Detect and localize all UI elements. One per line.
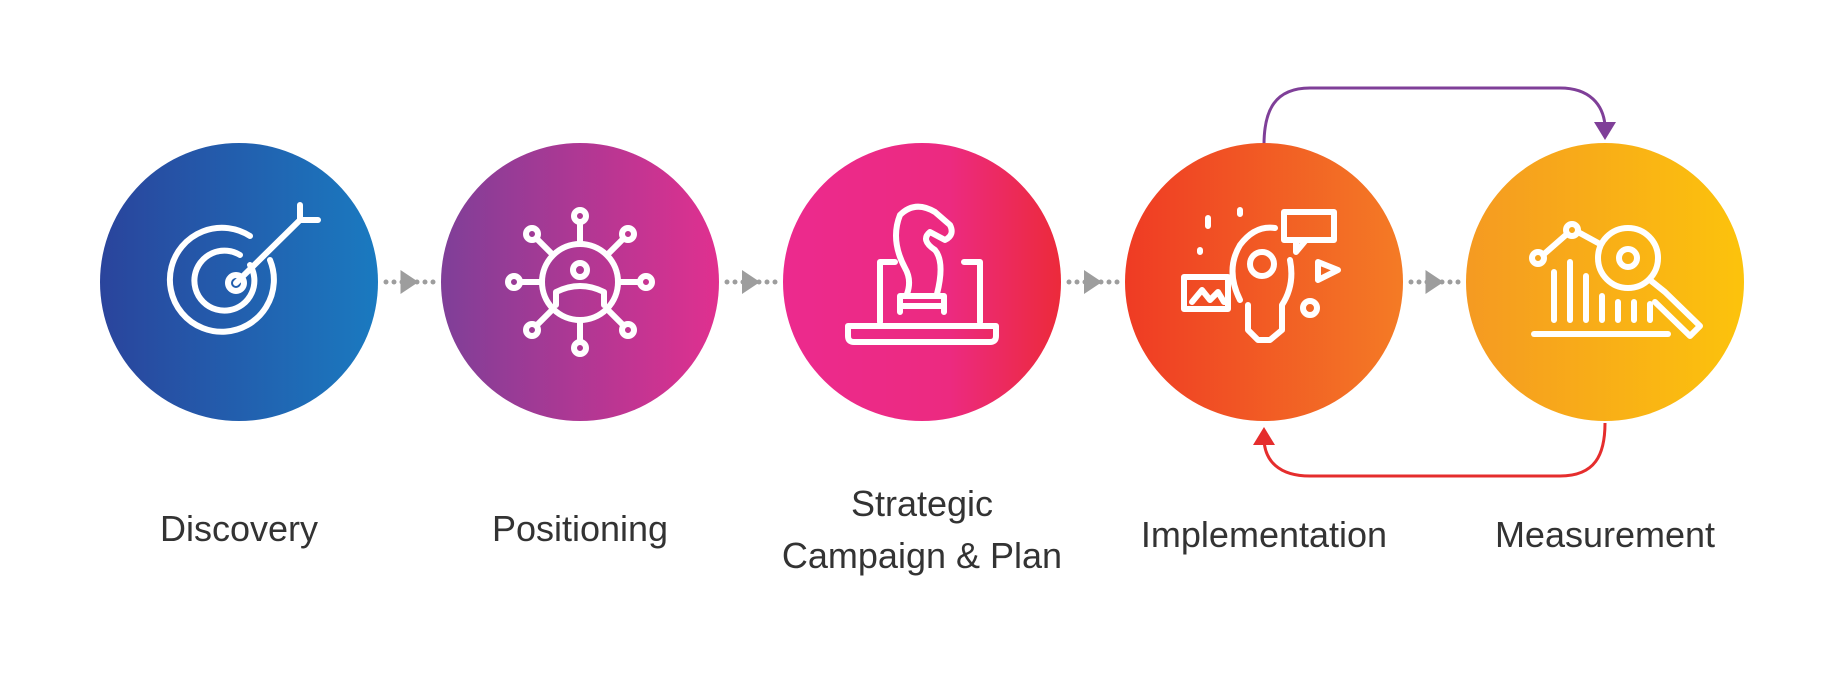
label-positioning: Positioning xyxy=(491,508,669,549)
target-icon xyxy=(166,202,321,335)
connector-arrowhead xyxy=(1425,270,1444,294)
ideas-lightbulb-icon xyxy=(1181,207,1341,343)
chess-knight-laptop-icon xyxy=(845,203,999,345)
label-discovery: Discovery xyxy=(159,508,319,549)
connector-dot xyxy=(383,279,389,285)
connector-dot xyxy=(1416,279,1422,285)
connector-dot xyxy=(1066,279,1072,285)
connector-dot xyxy=(772,279,778,285)
circle-measurement xyxy=(1466,143,1744,421)
loop-arrowhead-bottom xyxy=(1253,427,1275,445)
circle-positioning xyxy=(441,143,719,421)
connector-arrowhead xyxy=(742,270,760,294)
loop-arrow-top xyxy=(1262,86,1607,146)
connector-dot xyxy=(1106,279,1112,285)
connector-arrow xyxy=(1408,270,1461,294)
connector-dot xyxy=(764,279,770,285)
label-strategic-line1: Strategic xyxy=(850,483,994,524)
label-measurement: Measurement xyxy=(1494,514,1716,555)
connector-arrow xyxy=(1066,270,1120,294)
circle-strategic xyxy=(783,143,1061,421)
connector-dot xyxy=(1447,279,1453,285)
analytics-magnifier-icon xyxy=(1529,221,1703,339)
connector-dot xyxy=(430,279,436,285)
connector-dot xyxy=(1408,279,1414,285)
connector-dot xyxy=(1074,279,1080,285)
loop-arrowhead-top xyxy=(1594,122,1616,140)
connector-dot xyxy=(732,279,738,285)
connector-dot xyxy=(724,279,730,285)
connector-arrow xyxy=(724,270,778,294)
circle-implementation xyxy=(1125,143,1403,421)
label-implementation: Implementation xyxy=(1140,514,1388,555)
connector-dot xyxy=(391,279,397,285)
loop-arrow-bottom xyxy=(1262,422,1607,478)
label-strategic: Strategic Campaign & Plan xyxy=(762,478,1082,582)
connector-arrow xyxy=(383,270,436,294)
connector-arrowhead xyxy=(1084,270,1102,294)
connector-dot xyxy=(1455,279,1461,285)
connector-dot xyxy=(1114,279,1120,285)
connector-arrowhead xyxy=(400,270,419,294)
network-person-icon xyxy=(505,207,655,357)
label-strategic-line2: Campaign & Plan xyxy=(781,535,1063,576)
connector-dot xyxy=(422,279,428,285)
